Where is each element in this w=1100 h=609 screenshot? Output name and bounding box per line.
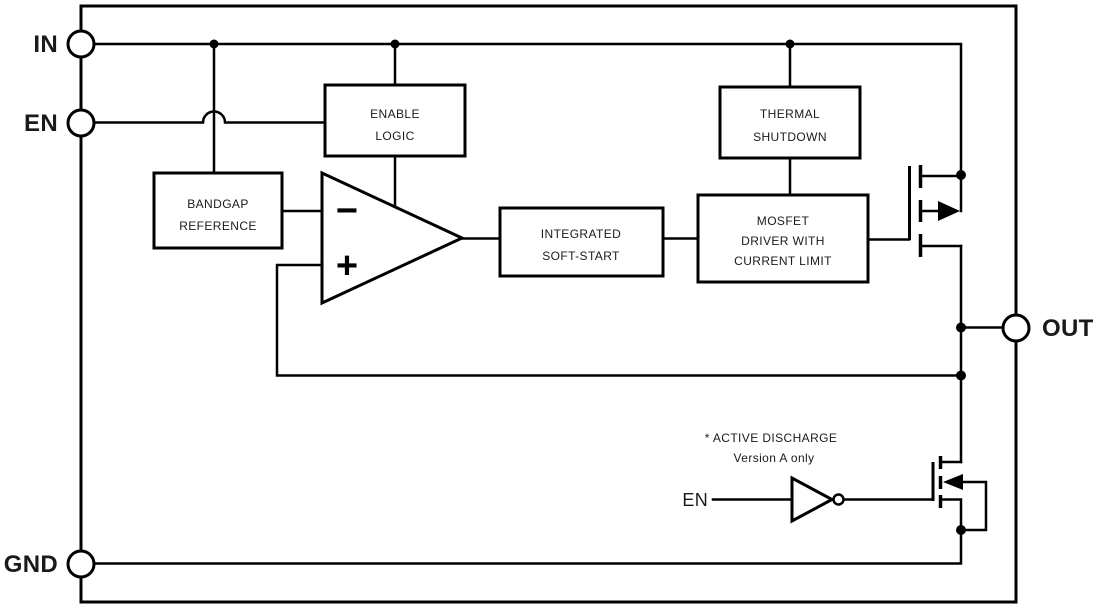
enable-logic-box [323, 83, 467, 158]
error-amplifier: − + [320, 170, 466, 306]
out-pin-circle [1001, 313, 1031, 343]
thermal-box [718, 85, 862, 160]
pins: IN EN GND OUT [4, 29, 1094, 579]
bandgap-label-1: BANDGAP [187, 197, 248, 211]
junction-dot [209, 39, 219, 49]
pass-mosfet [908, 165, 963, 257]
bandgap-label-2: REFERENCE [179, 219, 257, 233]
gnd-pin-label: GND [4, 551, 58, 578]
driver-label-2: DRIVER WITH [741, 234, 825, 248]
block-enable-logic: ENABLE LOGIC [323, 83, 467, 158]
block-integrated-soft-start: INTEGRATED SOFT-START [498, 206, 665, 278]
junction-dot [956, 322, 966, 333]
chip-outline [79, 4, 1018, 604]
pass-fet-body-arrow [938, 201, 960, 221]
wires [92, 42, 1005, 565]
driver-box [696, 193, 870, 284]
block-mosfet-driver: MOSFET DRIVER WITH CURRENT LIMIT [696, 193, 870, 284]
junction-dot [956, 170, 966, 180]
inverter [790, 475, 845, 524]
block-thermal-shutdown: THERMAL SHUTDOWN [718, 85, 862, 160]
driver-label-1: MOSFET [757, 214, 810, 228]
gnd-pin-circle [66, 549, 96, 579]
junction-dot [785, 39, 795, 49]
softstart-label-2: SOFT-START [542, 249, 620, 263]
noninverting-input-symbol: + [336, 245, 358, 287]
discharge-en-label: EN [682, 490, 708, 510]
active-discharge-version: Version A only [734, 451, 815, 465]
thermal-label-1: THERMAL [760, 107, 820, 121]
en-pin-label: EN [24, 110, 58, 137]
en-pin-circle [66, 108, 96, 138]
thermal-label-2: SHUTDOWN [753, 130, 827, 144]
out-pin-label: OUT [1042, 315, 1094, 342]
wire-in-bus [92, 42, 963, 177]
junction-dots [209, 39, 966, 535]
wire-feedback [275, 263, 963, 377]
block-bandgap-reference: BANDGAP REFERENCE [152, 171, 284, 250]
enable-logic-label-2: LOGIC [375, 129, 414, 143]
junction-dot [956, 370, 966, 381]
softstart-label-1: INTEGRATED [541, 227, 621, 241]
enable-logic-label-1: ENABLE [370, 107, 420, 121]
softstart-box [498, 206, 665, 278]
discharge-fet-body-arrow [943, 474, 963, 490]
driver-label-3: CURRENT LIMIT [734, 254, 832, 268]
inverter-triangle [790, 475, 836, 524]
bandgap-box [152, 171, 284, 250]
junction-dot [956, 525, 966, 535]
error-amplifier-triangle [320, 170, 466, 306]
active-discharge-section: * ACTIVE DISCHARGE Version A only EN [682, 431, 988, 532]
discharge-fet-body-loop [959, 480, 988, 532]
inverting-input-symbol: − [336, 190, 358, 232]
in-pin-circle [66, 29, 96, 59]
in-pin-label: IN [33, 31, 58, 58]
discharge-mosfet [931, 456, 988, 532]
active-discharge-note: * ACTIVE DISCHARGE [705, 431, 838, 445]
inverter-bubble [832, 493, 845, 506]
junction-dot [390, 39, 400, 49]
